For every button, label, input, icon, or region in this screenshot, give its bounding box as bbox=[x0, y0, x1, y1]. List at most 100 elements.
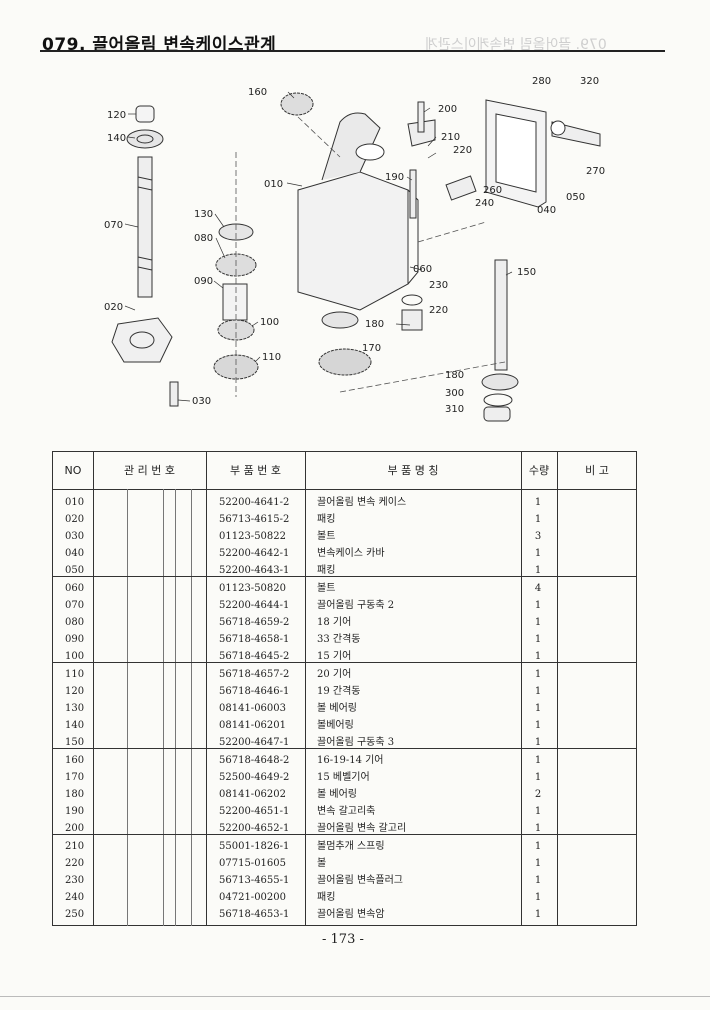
ring-310 bbox=[483, 393, 513, 407]
part-number: 56718-4657-2 bbox=[219, 669, 290, 680]
part-ref-no: 200 bbox=[65, 823, 85, 834]
quantity: 1 bbox=[534, 755, 542, 766]
part-ref-no: 180 bbox=[65, 789, 85, 800]
part-ref-no: 120 bbox=[65, 686, 85, 697]
callout: 080 bbox=[194, 233, 213, 244]
quantity: 1 bbox=[534, 497, 542, 508]
quantity: 1 bbox=[534, 737, 542, 748]
quantity: 1 bbox=[534, 909, 542, 920]
part-ref-no: 250 bbox=[65, 909, 85, 920]
bolt-030 bbox=[169, 381, 179, 407]
part-name: 변속 갈고리축 bbox=[317, 806, 376, 817]
part-name: 19 간격동 bbox=[317, 686, 361, 697]
column-rule bbox=[557, 452, 558, 925]
part-name: 볼트 bbox=[317, 583, 336, 594]
part-ref-no: 240 bbox=[65, 892, 85, 903]
callout: 160 bbox=[248, 87, 267, 98]
header-note: 비 고 bbox=[585, 464, 609, 477]
callout: 300 bbox=[445, 388, 464, 399]
part-number: 52200-4644-1 bbox=[219, 600, 290, 611]
part-number: 52200-4643-1 bbox=[219, 565, 290, 576]
part-name: 볼 베어링 bbox=[317, 703, 357, 714]
plug-230 bbox=[401, 309, 423, 331]
callout: 030 bbox=[192, 396, 211, 407]
gear-160 bbox=[318, 348, 372, 376]
part-name: 패킹 bbox=[317, 514, 336, 525]
mgmt-subcolumn-rule bbox=[191, 489, 192, 926]
part-number: 52200-4647-1 bbox=[219, 737, 290, 748]
mgmt-subcolumn-rule bbox=[127, 489, 128, 926]
quantity: 1 bbox=[534, 703, 542, 714]
part-number: 56718-4645-2 bbox=[219, 651, 290, 662]
part-ref-no: 160 bbox=[65, 755, 85, 766]
part-ref-no: 150 bbox=[65, 737, 85, 748]
part-name: 15 베벨기어 bbox=[317, 772, 370, 783]
table-header: NO 관 리 번 호 부 품 번 호 부 품 명 칭 수량 비 고 bbox=[53, 452, 636, 490]
callout: 190 bbox=[385, 172, 404, 183]
part-name: 볼 bbox=[317, 858, 327, 869]
callout: 200 bbox=[438, 104, 457, 115]
quantity: 1 bbox=[534, 634, 542, 645]
title-rule bbox=[40, 50, 665, 52]
part-number: 01123-50822 bbox=[219, 531, 287, 542]
part-name: 볼 베어링 bbox=[317, 789, 357, 800]
part-name: 끌어올림 구동축 3 bbox=[317, 737, 395, 748]
part-name: 볼트 bbox=[317, 531, 336, 542]
bearing-180-lower bbox=[481, 373, 519, 391]
part-name: 끌어올림 변속 케이스 bbox=[317, 497, 407, 508]
part-name: 끌어올림 구동축 2 bbox=[317, 600, 395, 611]
part-name: 20 기어 bbox=[317, 669, 352, 680]
part-number: 56713-4655-1 bbox=[219, 875, 290, 886]
quantity: 3 bbox=[534, 531, 542, 542]
part-name: 끌어올림 변속 갈고리 bbox=[317, 823, 407, 834]
mgmt-subcolumn-rule bbox=[175, 489, 176, 926]
part-number: 08141-06003 bbox=[219, 703, 287, 714]
part-ref-no: 020 bbox=[65, 514, 85, 525]
part-ref-no: 170 bbox=[65, 772, 85, 783]
part-number: 52200-4642-1 bbox=[219, 548, 290, 559]
header-qty: 수량 bbox=[528, 464, 550, 477]
group-divider bbox=[53, 748, 636, 749]
callout: 010 bbox=[264, 179, 283, 190]
part-ref-no: 130 bbox=[65, 703, 85, 714]
bevel-gear-170 bbox=[280, 92, 314, 116]
header-management-no: 관 리 번 호 bbox=[124, 464, 175, 477]
spacer-090 bbox=[222, 283, 248, 321]
table-row: 150 52200-4647-1 끌어올림 구동축 3 1 bbox=[53, 734, 636, 751]
callout: 050 bbox=[566, 192, 585, 203]
part-name: 끌어올림 변속암 bbox=[317, 909, 385, 920]
callout: 260 bbox=[483, 185, 502, 196]
bearing-180 bbox=[321, 311, 359, 329]
part-number: 56718-4659-2 bbox=[219, 617, 290, 628]
callout: 220 bbox=[429, 305, 448, 316]
quantity: 1 bbox=[534, 548, 542, 559]
callout: 310 bbox=[445, 404, 464, 415]
callout: 110 bbox=[262, 352, 281, 363]
part-number: 56718-4653-1 bbox=[219, 909, 290, 920]
part-name: 변속케이스 카바 bbox=[317, 548, 385, 559]
gear-110 bbox=[213, 354, 259, 380]
page-number: - 173 - bbox=[322, 932, 364, 947]
callout: 170 bbox=[362, 343, 381, 354]
callout: 270 bbox=[586, 166, 605, 177]
part-number: 56718-4646-1 bbox=[219, 686, 290, 697]
part-ref-no: 220 bbox=[65, 858, 85, 869]
part-name: 18 기어 bbox=[317, 617, 352, 628]
part-number: 52200-4641-2 bbox=[219, 497, 290, 508]
part-ref-no: 070 bbox=[65, 600, 85, 611]
page-bottom-rule bbox=[0, 996, 710, 997]
